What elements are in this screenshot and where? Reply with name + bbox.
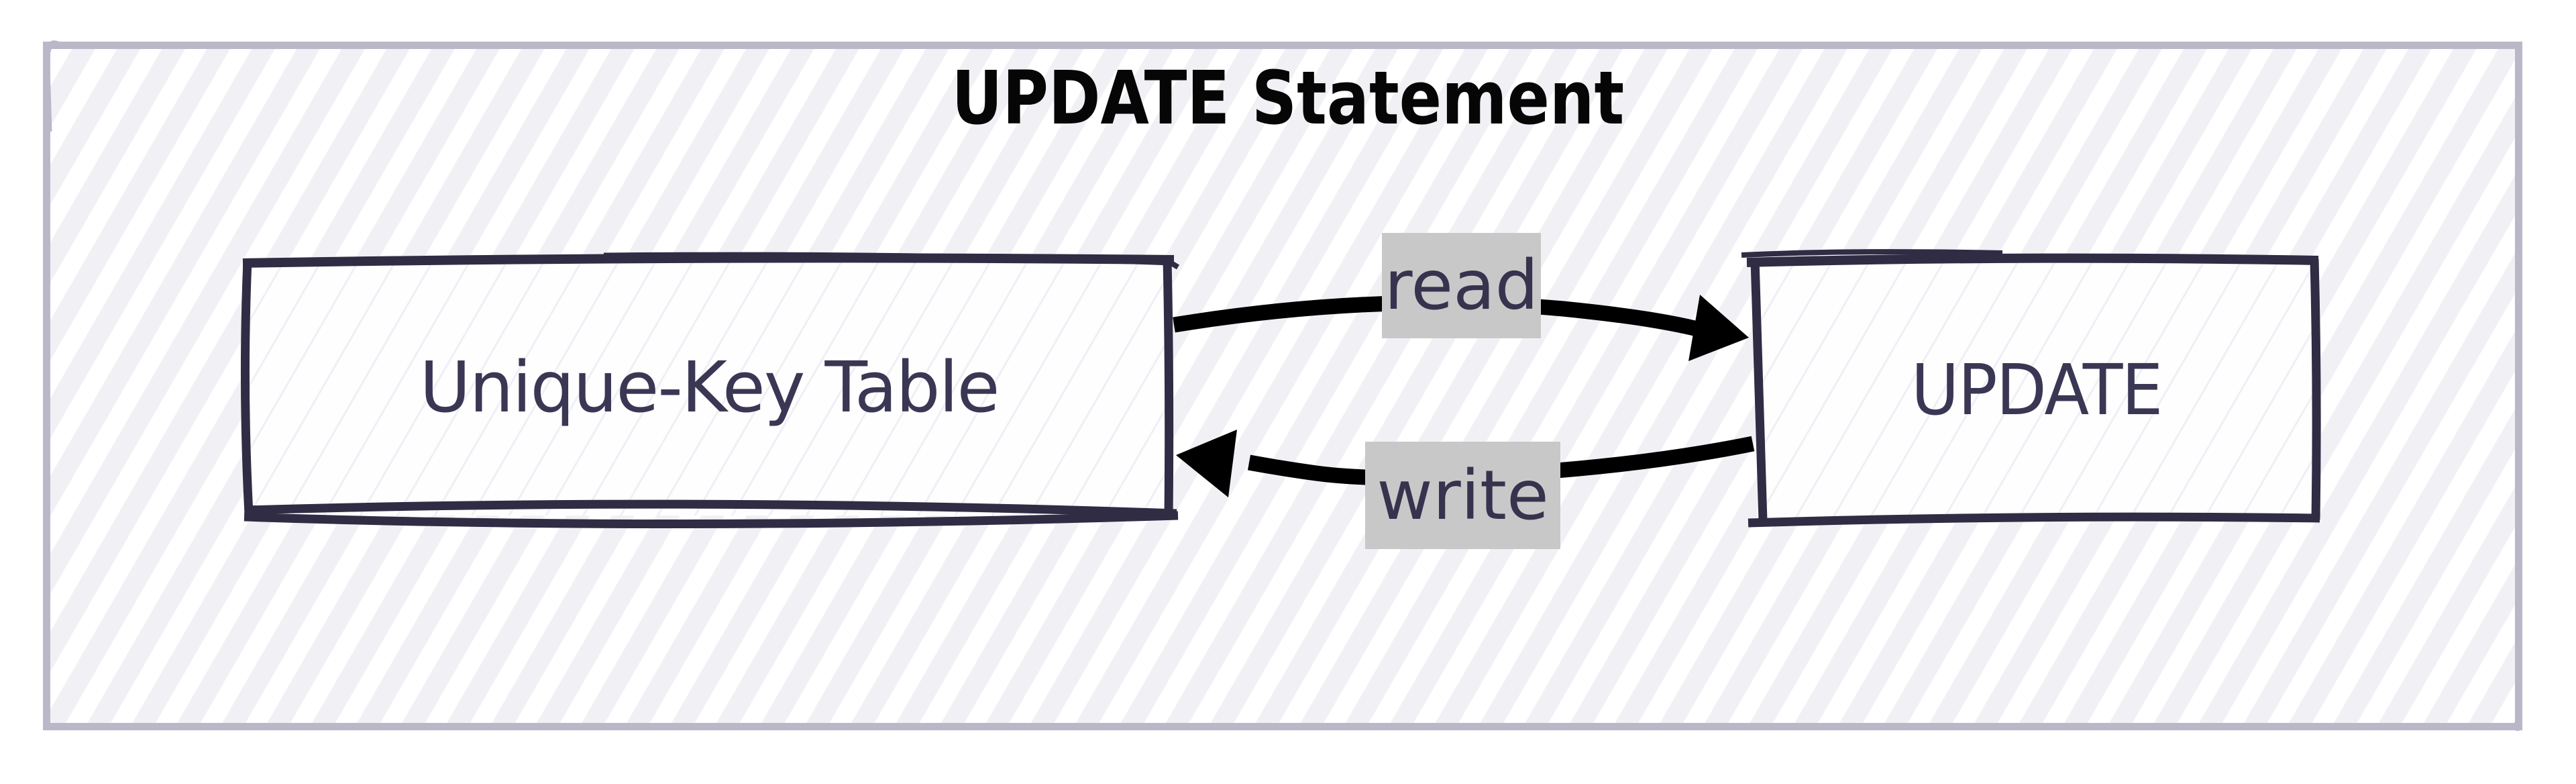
diagram-title-text: UPDATE Statement bbox=[951, 55, 1625, 141]
edge-label-read-text: read bbox=[1384, 246, 1539, 326]
node-update-label: UPDATE bbox=[1911, 349, 2163, 431]
node-update: UPDATE bbox=[1758, 260, 2316, 520]
node-unique-key-table: Unique-Key Table bbox=[247, 259, 1171, 516]
node-unique-key-table-label: Unique-Key Table bbox=[419, 346, 1000, 428]
edge-label-write: write bbox=[1365, 442, 1560, 549]
diagram-title: UPDATE Statement bbox=[859, 55, 1717, 141]
node-unique-key-table-fill bbox=[247, 259, 1171, 516]
edge-label-write-text: write bbox=[1377, 455, 1549, 536]
node-update-fill bbox=[1758, 260, 2316, 520]
edge-label-read: read bbox=[1382, 233, 1541, 338]
